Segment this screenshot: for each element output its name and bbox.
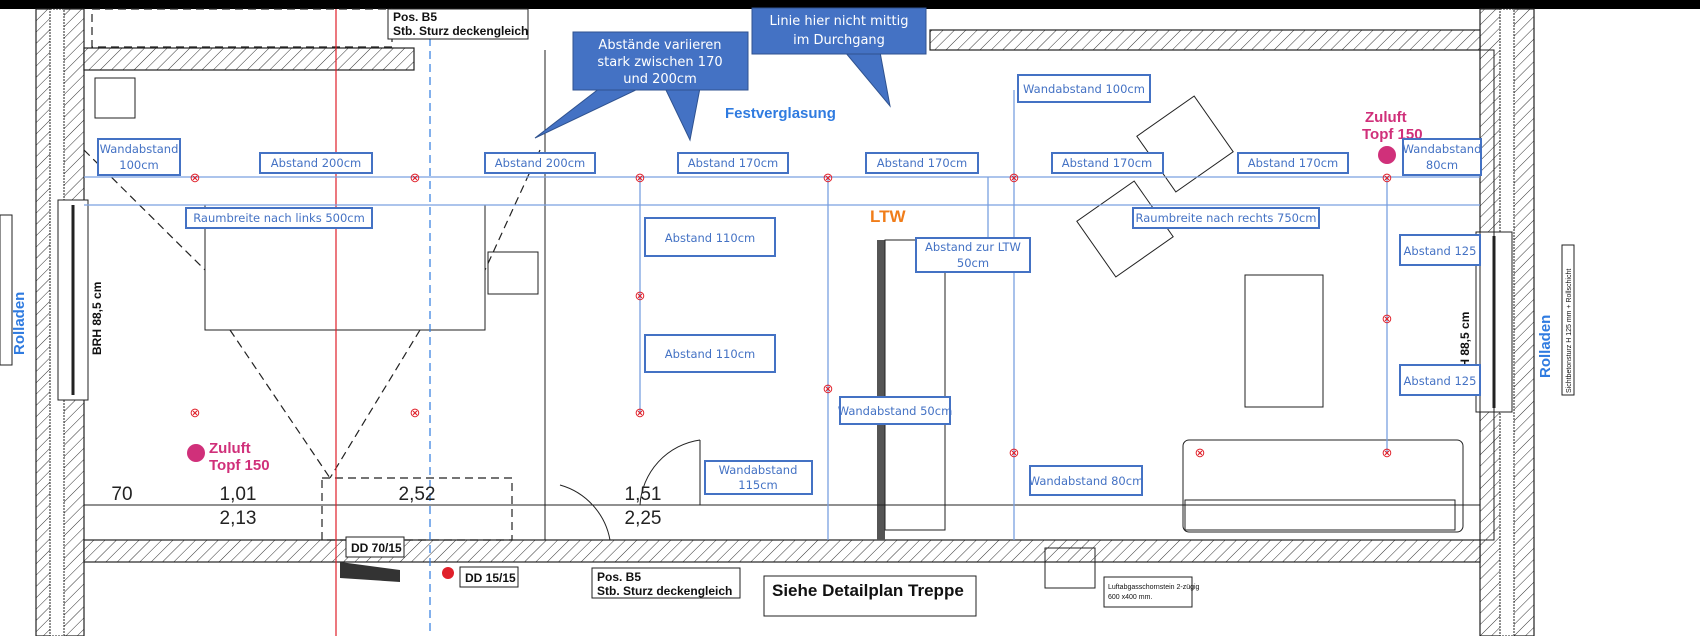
zuluft-right-dot xyxy=(1378,146,1396,164)
callout-line: im Durchgang xyxy=(793,33,885,48)
callout-line: Linie hier nicht mittig xyxy=(770,14,909,29)
zuluft-right-line1: Zuluft xyxy=(1365,109,1407,126)
label-abstand-200: Abstand 200cm xyxy=(271,156,361,170)
label-wandabstand-50: Wandabstand 50cm xyxy=(838,404,953,418)
label-abstand-170: Abstand 170cm xyxy=(877,156,967,170)
marker: ⊗ xyxy=(1009,170,1020,185)
pos-b5-bottom-line2: Stb. Sturz deckengleich xyxy=(597,584,732,598)
walls xyxy=(35,8,1535,636)
label-wandabstand-100-left: Wandabstand xyxy=(100,142,179,156)
label-wandabstand-100-top: Wandabstand 100cm xyxy=(1023,82,1145,96)
dim-70: 70 xyxy=(111,484,132,505)
marker: ⊗ xyxy=(190,405,201,420)
label-abstand-110: Abstand 110cm xyxy=(665,231,755,245)
plan-texts: Pos. B5 Stb. Sturz deckengleich Pos. B5 … xyxy=(0,8,1575,617)
treppe-label: Siehe Detailplan Treppe xyxy=(772,581,964,600)
marker: ⊗ xyxy=(823,170,834,185)
pos-b5-line1: Pos. B5 xyxy=(393,10,437,24)
furniture xyxy=(83,8,1480,589)
side-note-left xyxy=(0,214,13,366)
label-abstand-125: Abstand 125 xyxy=(1404,244,1477,258)
ltw-label: LTW xyxy=(870,207,907,226)
callout-line: stark zwischen 170 xyxy=(597,55,722,70)
marker: ⊗ xyxy=(1009,445,1020,460)
dim-213: 2,13 xyxy=(220,508,257,529)
zuluft-left-line2: Topf 150 xyxy=(209,457,270,474)
marker: ⊗ xyxy=(1382,445,1393,460)
callout-linie: Linie hier nicht mittig im Durchgang xyxy=(751,7,927,108)
dim-101: 1,01 xyxy=(220,484,257,505)
label-wandabstand-115: Wandabstand xyxy=(719,463,798,477)
label-abstand-170: Abstand 170cm xyxy=(688,156,778,170)
dd-15-label: DD 15/15 xyxy=(465,571,516,585)
label-abstand-ltw-2: 50cm xyxy=(957,256,989,270)
zuluft-left-dot xyxy=(187,444,205,462)
guide-lines xyxy=(84,9,1480,636)
label-wandabstand-80-right: Wandabstand xyxy=(1403,142,1482,156)
marker: ⊗ xyxy=(823,381,834,396)
zuluft-left-line1: Zuluft xyxy=(209,440,251,457)
label-wandabstand-115-2: 115cm xyxy=(738,478,777,492)
exhaust-markers: ⊗ ⊗ ⊗ ⊗ ⊗ ⊗ ⊗ ⊗ ⊗ ⊗ ⊗ ⊗ ⊗ ⊗ ⊗ xyxy=(190,170,1393,460)
label-abstand-200: Abstand 200cm xyxy=(495,156,585,170)
callout-line: Abstände variieren xyxy=(598,38,721,53)
label-abstand-ltw: Abstand zur LTW xyxy=(925,240,1021,254)
marker: ⊗ xyxy=(410,405,421,420)
dim-151: 1,51 xyxy=(625,484,662,505)
label-wandabstand-100-left-2: 100cm xyxy=(119,158,158,172)
label-abstand-110: Abstand 110cm xyxy=(665,347,755,361)
label-wandabstand-80-bottom: Wandabstand 80cm xyxy=(1029,474,1144,488)
brh-left: BRH 88,5 cm xyxy=(90,282,104,355)
label-abstand-125: Abstand 125 xyxy=(1404,374,1477,388)
side-note-right: Sichtbetonsturz H 125 mm + Rollschicht xyxy=(1566,269,1573,393)
marker: ⊗ xyxy=(635,170,646,185)
label-abstand-170: Abstand 170cm xyxy=(1062,156,1152,170)
festverglasung-label: Festverglasung xyxy=(725,105,836,122)
rolladen-right: Rolladen xyxy=(1537,315,1554,378)
top-bar xyxy=(0,0,1700,9)
marker: ⊗ xyxy=(410,170,421,185)
marker: ⊗ xyxy=(1195,445,1206,460)
label-raumbreite-rechts: Raumbreite nach rechts 750cm xyxy=(1136,211,1317,225)
label-raumbreite-links: Raumbreite nach links 500cm xyxy=(193,211,365,225)
callout-line: und 200cm xyxy=(623,72,697,87)
schornstein-line1: Luftabgasschornstein 2-zügig xyxy=(1108,584,1200,591)
marker: ⊗ xyxy=(190,170,201,185)
dim-252: 2,52 xyxy=(399,484,436,505)
label-wandabstand-80-right-2: 80cm xyxy=(1426,158,1458,172)
marker: ⊗ xyxy=(635,288,646,303)
dim-225: 2,25 xyxy=(625,508,662,529)
annotation-labels: Wandabstand 100cm Abstand 200cm Abstand … xyxy=(97,74,1482,496)
marker: ⊗ xyxy=(1382,311,1393,326)
pos-b5-line2: Stb. Sturz deckengleich xyxy=(393,24,528,38)
pos-b5-bottom-line1: Pos. B5 xyxy=(597,570,641,584)
label-abstand-170: Abstand 170cm xyxy=(1248,156,1338,170)
marker: ⊗ xyxy=(635,405,646,420)
callout-abstaende: Abstände variieren stark zwischen 170 un… xyxy=(534,31,749,142)
schornstein-line2: 600 x400 mm. xyxy=(1108,594,1152,601)
rolladen-left: Rolladen xyxy=(11,292,28,355)
marker: ⊗ xyxy=(1382,170,1393,185)
dd-70-label: DD 70/15 xyxy=(351,541,402,555)
